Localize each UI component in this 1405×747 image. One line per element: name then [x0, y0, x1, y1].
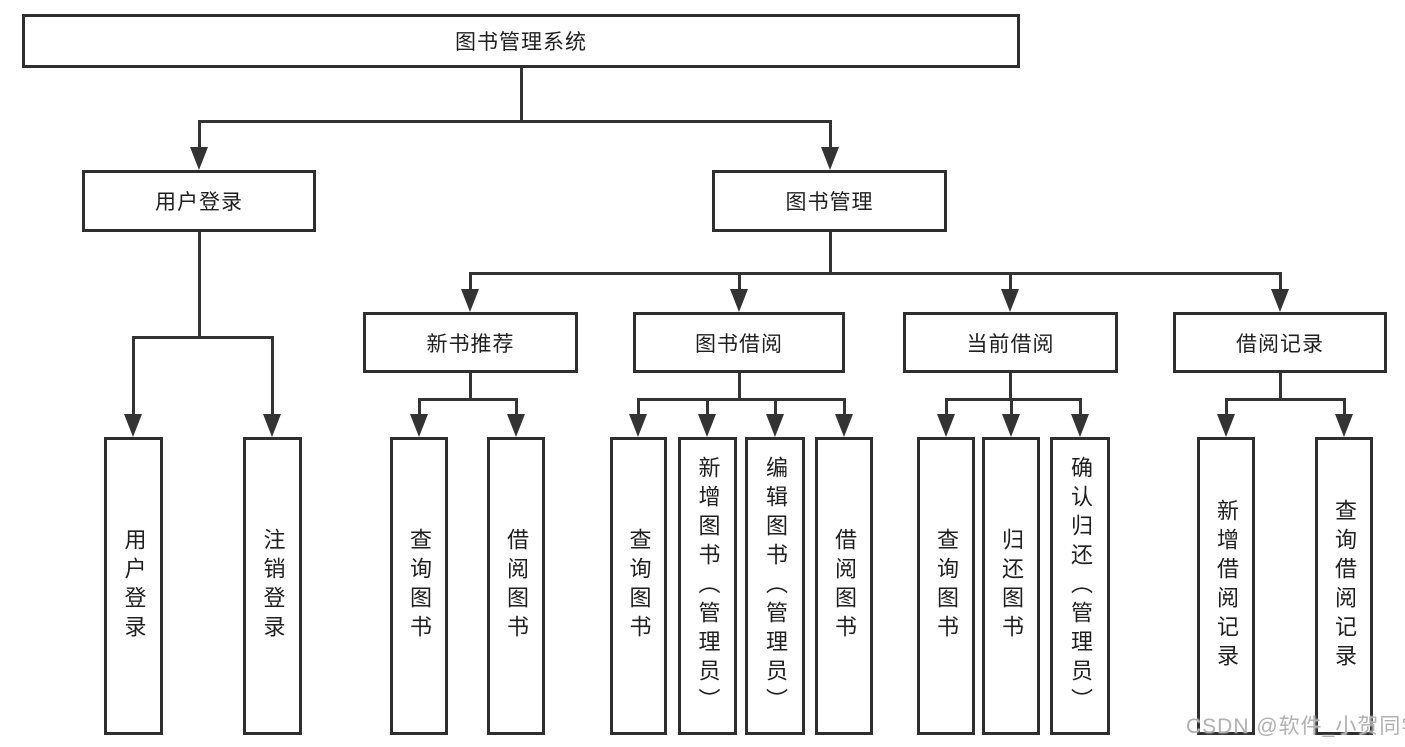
- node-label-leaf-add-book-admin: 新增图书（管理员）: [695, 455, 721, 717]
- connector-bus: [197, 120, 832, 123]
- node-branch-borrow-record: 借阅记录: [1173, 312, 1387, 373]
- connector-bus: [944, 398, 1082, 401]
- node-leaf-logout: 注销登录: [243, 437, 302, 735]
- connector-drop: [773, 398, 777, 419]
- node-label-leaf-query-borrow-record: 查询借阅记录: [1332, 499, 1357, 673]
- connector-stem: [468, 373, 472, 401]
- arrowhead-down-icon: [1001, 289, 1019, 312]
- node-branch-book-borrow: 图书借阅: [633, 312, 845, 373]
- node-label-branch-user-login: 用户登录: [155, 191, 243, 214]
- arrowhead-down-icon: [124, 414, 142, 437]
- connector-bus: [636, 398, 846, 401]
- node-leaf-borrow-book-1: 借阅图书: [487, 437, 545, 735]
- node-label-branch-book-management: 图书管理: [785, 191, 874, 214]
- node-branch-new-book: 新书推荐: [363, 312, 578, 373]
- connector-drop: [828, 120, 832, 152]
- connector-stem: [1278, 373, 1282, 401]
- connector-drop: [270, 336, 274, 419]
- node-label-leaf-user-login: 用户登录: [121, 528, 147, 644]
- arrowhead-down-icon: [821, 147, 839, 170]
- connector-stem: [197, 232, 201, 339]
- connector-stem: [1008, 373, 1012, 401]
- connector-drop: [1224, 398, 1228, 419]
- connector-drop: [1009, 398, 1013, 419]
- node-branch-user-login: 用户登录: [82, 170, 316, 232]
- node-branch-current-borrow: 当前借阅: [903, 312, 1118, 373]
- arrowhead-down-icon: [1217, 414, 1235, 437]
- arrowhead-down-icon: [937, 414, 955, 437]
- node-leaf-query-book-3: 查询图书: [917, 437, 975, 735]
- connector-drop: [705, 398, 709, 419]
- node-label-leaf-borrow-book-2: 借阅图书: [832, 528, 857, 644]
- node-leaf-user-login: 用户登录: [104, 437, 163, 735]
- node-root-system: 图书管理系统: [22, 14, 1020, 68]
- node-label-leaf-query-book-1: 查询图书: [407, 528, 432, 644]
- node-label-branch-book-borrow: 图书借阅: [695, 332, 783, 356]
- connector-bus: [131, 336, 274, 339]
- node-branch-book-management: 图书管理: [712, 170, 947, 232]
- node-label-leaf-return-book: 归还图书: [999, 528, 1024, 644]
- node-leaf-add-book-admin: 新增图书（管理员）: [678, 437, 737, 735]
- connector-drop: [131, 336, 135, 419]
- node-label-leaf-edit-book-admin: 编辑图书（管理员）: [763, 455, 788, 717]
- arrowhead-down-icon: [1335, 414, 1353, 437]
- connector-drop: [1008, 272, 1012, 294]
- connector-drop: [514, 398, 518, 419]
- arrowhead-down-icon: [461, 289, 479, 312]
- arrowhead-down-icon: [698, 414, 716, 437]
- arrowhead-down-icon: [507, 414, 525, 437]
- node-leaf-return-book: 归还图书: [982, 437, 1040, 735]
- arrowhead-down-icon: [190, 147, 208, 170]
- node-leaf-borrow-book-2: 借阅图书: [815, 437, 873, 735]
- node-leaf-query-borrow-record: 查询借阅记录: [1315, 437, 1373, 735]
- connector-drop: [944, 398, 948, 419]
- arrowhead-down-icon: [1271, 289, 1289, 312]
- node-label-branch-new-book: 新书推荐: [426, 332, 515, 356]
- node-label-leaf-query-book-3: 查询图书: [934, 528, 959, 644]
- node-label-leaf-confirm-return-admin: 确认归还（管理员）: [1068, 455, 1093, 717]
- connector-drop: [737, 272, 741, 294]
- connector-drop: [468, 272, 472, 294]
- connector-bus: [1224, 398, 1346, 401]
- connector-bus: [417, 398, 518, 401]
- node-label-leaf-add-borrow-record: 新增借阅记录: [1214, 499, 1239, 673]
- arrowhead-down-icon: [1002, 414, 1020, 437]
- node-leaf-confirm-return-admin: 确认归还（管理员）: [1050, 437, 1110, 735]
- connector-drop: [636, 398, 640, 419]
- connector-stem: [519, 68, 523, 123]
- node-label-leaf-logout: 注销登录: [260, 528, 286, 644]
- arrowhead-down-icon: [263, 414, 281, 437]
- node-leaf-query-book-1: 查询图书: [390, 437, 448, 735]
- connector-stem: [737, 373, 741, 401]
- connector-drop: [1278, 272, 1282, 294]
- node-leaf-edit-book-admin: 编辑图书（管理员）: [745, 437, 805, 735]
- connector-bus: [468, 272, 1282, 275]
- arrowhead-down-icon: [629, 414, 647, 437]
- node-leaf-query-book-2: 查询图书: [610, 437, 667, 735]
- node-label-root-system: 图书管理系统: [455, 31, 587, 54]
- connector-drop: [1342, 398, 1346, 419]
- arrowhead-down-icon: [835, 414, 853, 437]
- connector-drop: [417, 398, 421, 419]
- node-label-leaf-query-book-2: 查询图书: [626, 528, 652, 644]
- arrowhead-down-icon: [410, 414, 428, 437]
- connector-drop: [1078, 398, 1082, 419]
- arrowhead-down-icon: [766, 414, 784, 437]
- arrowhead-down-icon: [1071, 414, 1089, 437]
- node-label-branch-current-borrow: 当前借阅: [966, 332, 1055, 356]
- node-label-leaf-borrow-book-1: 借阅图书: [504, 528, 529, 644]
- connector-drop: [197, 120, 201, 152]
- watermark: CSDN @软件_小贺同学: [1186, 715, 1405, 738]
- connector-stem: [828, 232, 832, 275]
- node-leaf-add-borrow-record: 新增借阅记录: [1197, 437, 1255, 735]
- arrowhead-down-icon: [730, 289, 748, 312]
- connector-drop: [842, 398, 846, 419]
- node-label-branch-borrow-record: 借阅记录: [1236, 332, 1324, 356]
